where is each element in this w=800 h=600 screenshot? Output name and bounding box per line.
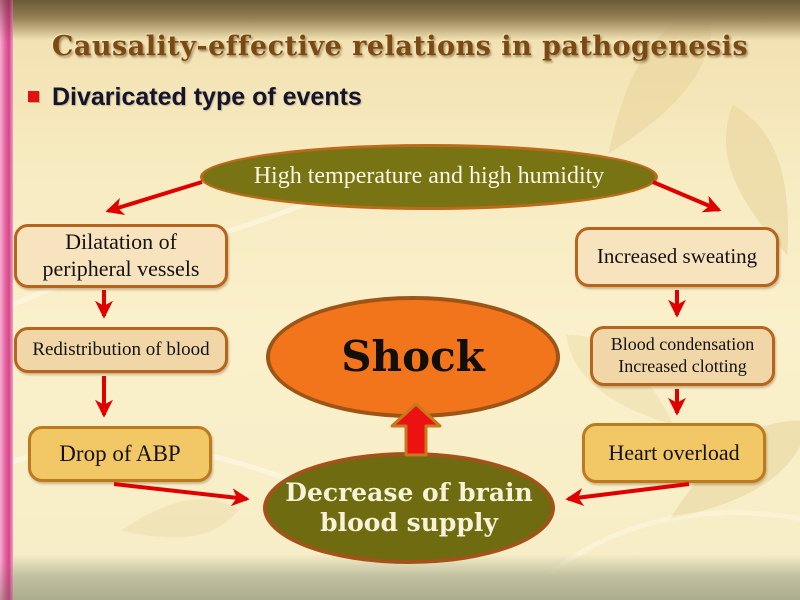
bullet-text: Divaricated type of events — [52, 83, 362, 111]
node-blood-condensation: Blood condensation Increased clotting — [590, 326, 775, 386]
node-dilatation: Dilatation of peripheral vessels — [14, 224, 228, 288]
node-redistribution: Redistribution of blood — [14, 327, 228, 373]
left-accent-bar — [0, 0, 13, 600]
node-high-temperature: High temperature and high humidity — [200, 144, 658, 210]
node-heart-overload: Heart overload — [582, 423, 766, 483]
bullet-square-icon — [28, 91, 39, 102]
node-increased-sweating: Increased sweating — [575, 227, 779, 287]
node-shock: Shock — [266, 296, 560, 418]
node-decrease-brain-blood-supply: Decrease of brain blood supply — [263, 452, 555, 564]
bullet-row: Divaricated type of events — [28, 83, 362, 112]
page-title: Causality-effective relations in pathoge… — [51, 31, 749, 62]
top-gradient-band — [0, 0, 800, 40]
node-drop-of-abp: Drop of ABP — [28, 426, 212, 482]
